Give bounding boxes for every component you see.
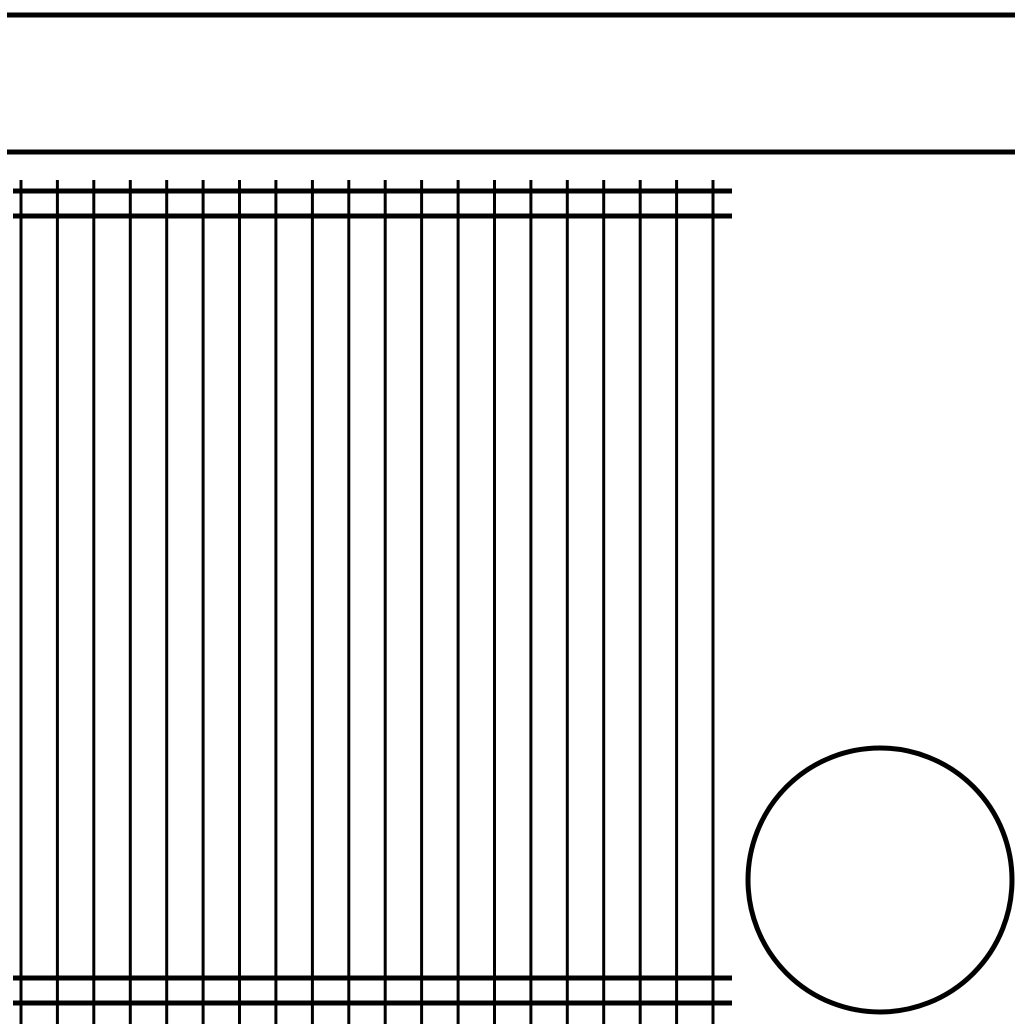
fence-pickets — [19, 180, 715, 1024]
header-band — [7, 12, 1015, 155]
fence-panel — [13, 180, 732, 1024]
circle-outline — [745, 745, 1015, 1015]
fence-rails — [13, 188, 732, 1006]
